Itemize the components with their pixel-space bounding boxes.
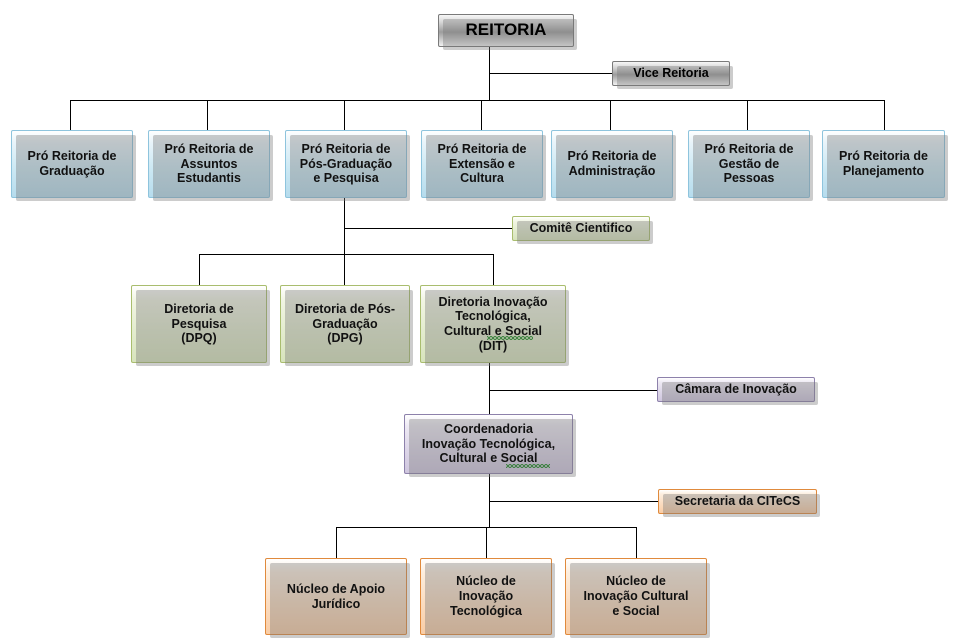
node-diretoria-pos-graduacao[interactable]: Diretoria de Pós- Graduação (DPG) xyxy=(280,285,413,366)
node-pro-reitoria-assuntos-estudantis[interactable]: Pró Reitoria de Assuntos Estudantis xyxy=(148,130,273,201)
node-pro-reitoria-graduacao[interactable]: Pró Reitoria de Graduação xyxy=(11,130,136,201)
connector-drop-pr5 xyxy=(610,100,611,130)
connector-drop-dpg xyxy=(344,254,345,285)
connector-drop-dit xyxy=(493,254,494,285)
node-nucleo-inovacao-cultural-social[interactable]: Núcleo de Inovação Cultural e Social xyxy=(565,558,710,638)
node-reitoria[interactable]: REITORIA xyxy=(438,14,577,50)
connector-coordenadoria-secretaria xyxy=(489,501,658,502)
connector-drop-pr3 xyxy=(344,100,345,130)
connector-dit-stem xyxy=(489,363,490,414)
node-pro-reitoria-administracao[interactable]: Pró Reitoria de Administração xyxy=(551,130,676,201)
node-nucleo-inovacao-tecnologica[interactable]: Núcleo de Inovação Tecnológica xyxy=(420,558,555,638)
node-pro-reitoria-gestao-pessoas[interactable]: Pró Reitoria de Gestão de Pessoas xyxy=(688,130,813,201)
connector-reitoria-vice xyxy=(489,73,613,74)
node-vice-reitoria[interactable]: Vice Reitoria xyxy=(612,61,733,89)
node-pro-reitoria-planejamento[interactable]: Pró Reitoria de Planejamento xyxy=(822,130,948,201)
connector-drop-pr2 xyxy=(207,100,208,130)
node-diretoria-inovacao-tecnologica-cultural-social[interactable]: Diretoria Inovação Tecnológica, Cultural… xyxy=(420,285,569,366)
spellcheck-underline-coordenadoria xyxy=(506,464,550,468)
spellcheck-underline-dit xyxy=(487,336,533,340)
connector-drop-pr6 xyxy=(747,100,748,130)
connector-drop-pr4 xyxy=(481,100,482,130)
connector-drop-dpq xyxy=(199,254,200,285)
node-pro-reitoria-extensao-cultura[interactable]: Pró Reitoria de Extensão e Cultura xyxy=(421,130,546,201)
connector-drop-pr1 xyxy=(70,100,71,130)
node-pro-reitoria-pos-graduacao-pesquisa[interactable]: Pró Reitoria de Pós-Graduação e Pesquisa xyxy=(285,130,410,201)
connector-dit-camara xyxy=(489,390,657,391)
connector-drop-nucleo1 xyxy=(336,527,337,558)
node-coordenadoria-inovacao[interactable]: Coordenadoria Inovação Tecnológica, Cult… xyxy=(404,414,576,477)
node-camara-inovacao[interactable]: Câmara de Inovação xyxy=(657,377,818,405)
connector-drop-nucleo3 xyxy=(636,527,637,558)
connector-diretorias-bus xyxy=(199,254,493,255)
node-nucleo-apoio-juridico[interactable]: Núcleo de Apoio Jurídico xyxy=(265,558,410,638)
connector-drop-nucleo2 xyxy=(486,527,487,558)
node-secretaria-citecs[interactable]: Secretaria da CITeCS xyxy=(658,489,820,517)
connector-posgrad-stem xyxy=(344,198,345,255)
connector-proreitoria-bus xyxy=(70,100,884,101)
node-comite-cientifico[interactable]: Comitê Cientifico xyxy=(512,216,653,244)
connector-drop-pr7 xyxy=(884,100,885,130)
node-diretoria-pesquisa[interactable]: Diretoria de Pesquisa (DPQ) xyxy=(131,285,270,366)
connector-posgrad-comite xyxy=(344,228,512,229)
